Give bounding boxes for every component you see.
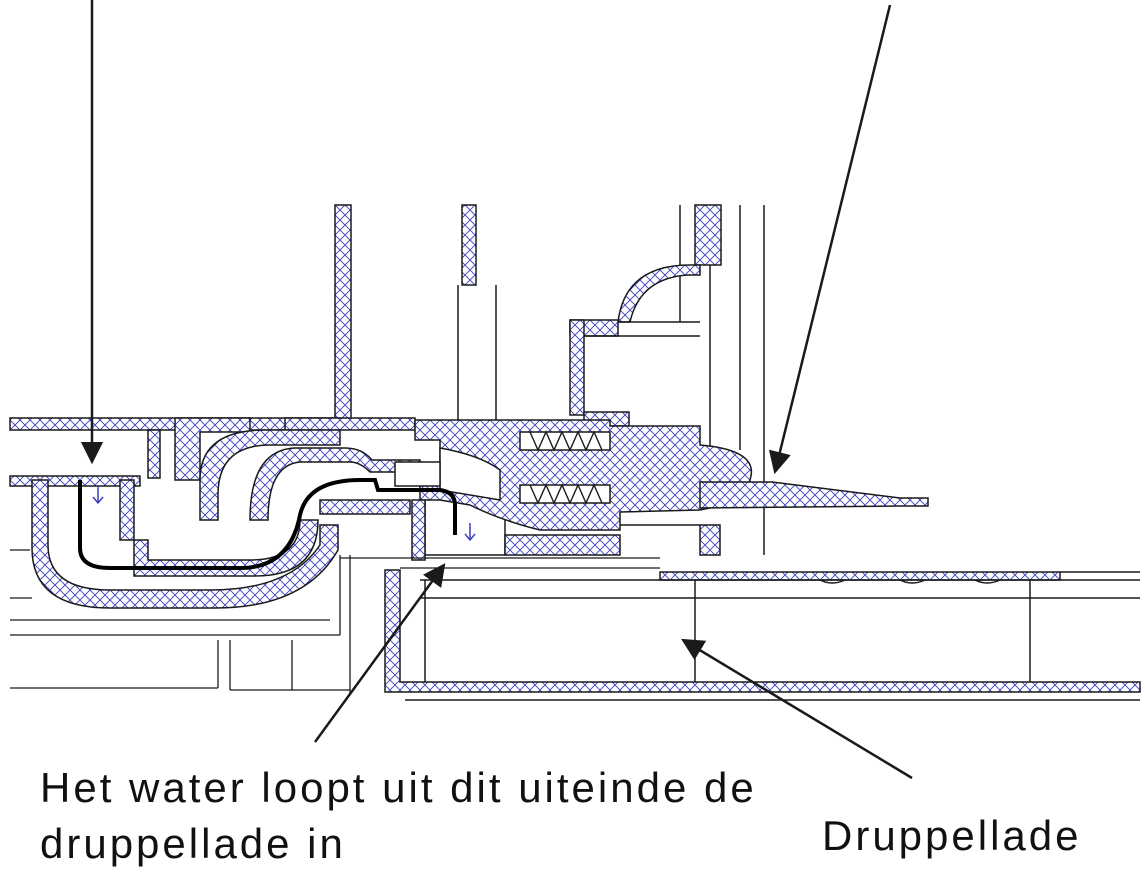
upper-walls	[334, 204, 765, 555]
outlet-label-line2: druppellade in	[40, 820, 346, 867]
outlet-chamber	[411, 499, 621, 561]
tower-housing	[569, 264, 701, 427]
valve-body	[394, 419, 753, 531]
base-frame	[10, 549, 660, 695]
drip-tray	[384, 569, 1141, 701]
outlet-nozzle	[620, 481, 929, 556]
outlet-label-line1: Het water loopt uit dit uiteinde de	[40, 764, 757, 811]
callout-arrows	[80, 0, 913, 780]
arrow-drip-tray	[681, 638, 913, 780]
curved-pipe	[199, 429, 421, 521]
outlet-label: Het water loopt uit dit uiteinde de drup…	[40, 760, 757, 872]
valve-springs	[529, 430, 603, 505]
drip-tray-label: Druppellade	[822, 812, 1082, 859]
arrow-outlet	[313, 563, 446, 743]
flow-direction-arrows	[92, 486, 476, 542]
water-trap	[31, 479, 339, 609]
arrow-top-right	[768, 4, 892, 475]
water-flow-line	[78, 478, 457, 570]
